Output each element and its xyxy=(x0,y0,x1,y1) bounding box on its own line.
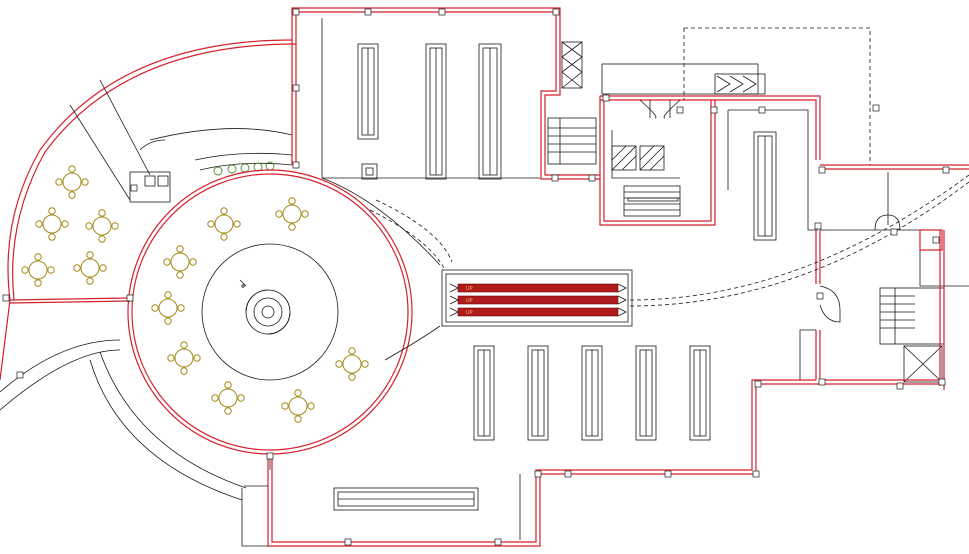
curved-wing-walls xyxy=(0,39,297,501)
escalator-bank: UP UP UP xyxy=(441,269,633,327)
column-marker xyxy=(896,382,904,390)
table-set-icon xyxy=(167,341,201,375)
table-set-icon xyxy=(275,197,309,231)
column-marker xyxy=(130,184,138,192)
table-set-icon xyxy=(207,207,241,241)
column-marker xyxy=(551,174,559,182)
table-set-icon xyxy=(211,381,245,415)
column-marker xyxy=(752,470,760,478)
table-set-icon xyxy=(163,245,197,279)
column-marker xyxy=(292,8,300,16)
column-marker xyxy=(676,106,684,114)
column-marker xyxy=(816,292,824,300)
column-marker xyxy=(344,538,352,546)
table-set-icon xyxy=(21,253,55,287)
column-marker xyxy=(710,106,718,114)
column-marker xyxy=(16,371,24,379)
service-core xyxy=(547,27,871,226)
table-set-icon xyxy=(335,347,369,381)
right-store-walls xyxy=(629,109,969,390)
column-marker xyxy=(588,174,596,182)
plant-icon xyxy=(213,166,223,176)
column-marker xyxy=(2,294,10,302)
column-marker xyxy=(494,538,502,546)
table-set-icon xyxy=(151,291,185,325)
column-marker xyxy=(534,470,542,478)
column-marker xyxy=(938,378,946,386)
column-marker xyxy=(664,470,672,478)
column-marker xyxy=(872,104,880,112)
column-marker xyxy=(564,470,572,478)
planter-row xyxy=(213,161,275,176)
escalator-up-label: UP xyxy=(466,286,473,292)
upper-shelves xyxy=(357,43,502,180)
rotunda xyxy=(127,169,413,455)
column-marker xyxy=(438,8,446,16)
column-marker xyxy=(942,166,950,174)
column-marker xyxy=(814,222,822,230)
escalator-up-label: UP xyxy=(466,310,473,316)
column-marker xyxy=(754,380,762,388)
column-marker xyxy=(932,236,940,244)
column-marker xyxy=(552,8,560,16)
structural-columns xyxy=(2,8,950,546)
table-set-icon xyxy=(35,207,69,241)
table-set-icon xyxy=(73,251,107,285)
column-marker xyxy=(818,378,826,386)
escalator-up-label: UP xyxy=(466,298,473,304)
lower-shelves xyxy=(333,345,711,511)
column-marker xyxy=(818,166,826,174)
column-marker xyxy=(126,294,134,302)
table-set-icon xyxy=(281,389,315,423)
column-marker xyxy=(364,8,372,16)
column-marker xyxy=(292,84,300,92)
dining-tables xyxy=(21,165,369,423)
column-marker xyxy=(758,106,766,114)
restroom-block xyxy=(129,139,171,203)
column-marker xyxy=(602,94,610,102)
plant-icon xyxy=(240,163,250,173)
column-marker xyxy=(292,161,300,169)
table-set-icon xyxy=(55,165,89,199)
column-marker xyxy=(266,452,274,460)
column-marker xyxy=(890,228,898,236)
lower-store-walls xyxy=(241,325,820,547)
table-set-icon xyxy=(85,209,119,243)
plant-icon xyxy=(227,164,237,174)
